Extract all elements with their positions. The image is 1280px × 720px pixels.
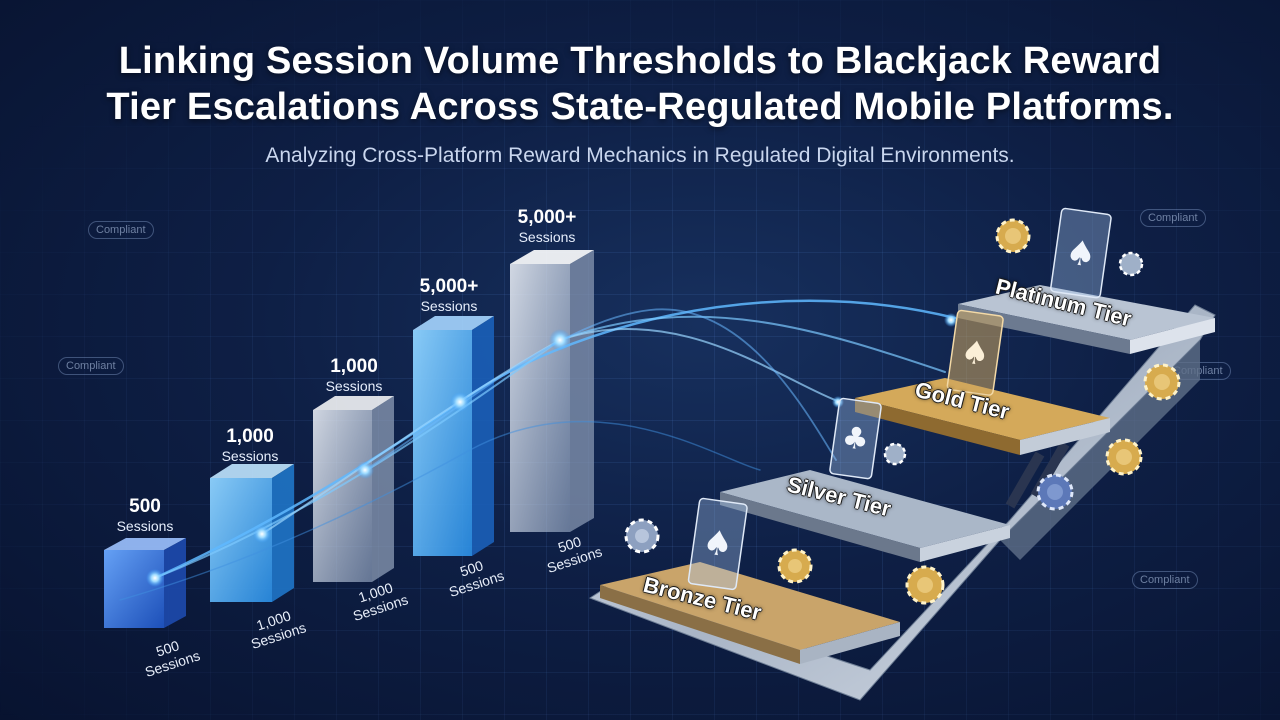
page-subtitle: Analyzing Cross-Platform Reward Mechanic…: [265, 144, 1015, 167]
bar-5: [510, 250, 594, 532]
bar-4-top-label: 5,000+ Sessions: [404, 276, 494, 315]
bar-1-top-label: 500 Sessions: [100, 496, 190, 535]
bar-2-unit: Sessions: [221, 448, 279, 464]
poker-chip-icon: [905, 565, 945, 605]
poker-chip-icon: [1143, 363, 1181, 401]
poker-chip-icon: [1036, 473, 1074, 511]
poker-chip-icon: [995, 218, 1031, 254]
bar-3-unit: Sessions: [325, 378, 383, 394]
bar-2: [210, 464, 294, 602]
playing-card-icon: ♠: [946, 309, 1004, 396]
bar-3-top-label: 1,000 Sessions: [309, 356, 399, 395]
compliant-badge: Compliant: [58, 357, 124, 375]
bar-4: [413, 316, 494, 556]
playing-card-icon: ♣: [829, 397, 882, 480]
bar-1-value: 500: [129, 496, 161, 517]
bar-2-value: 1,000: [226, 426, 274, 447]
title-line-2: Tier Escalations Across State-Regulated …: [106, 86, 1174, 128]
compliant-badge: Compliant: [88, 221, 154, 239]
poker-chip-icon: [1105, 438, 1143, 476]
bar-5-unit: Sessions: [518, 229, 576, 245]
tier-staircase: [588, 285, 1216, 701]
svg-text:♠: ♠: [958, 332, 992, 374]
bar-2-top-label: 1,000 Sessions: [205, 426, 295, 465]
bar-3-value: 1,000: [330, 356, 378, 377]
page-title: Linking Session Volume Thresholds to Bla…: [0, 38, 1280, 130]
compliant-badge: Compliant: [1132, 571, 1198, 589]
poker-chip-icon: [1118, 251, 1144, 277]
compliant-badge: Compliant: [1140, 209, 1206, 227]
bar-5-top-label: 5,000+ Sessions: [502, 207, 592, 246]
svg-text:♣: ♣: [840, 420, 872, 458]
poker-chip-icon: [883, 442, 907, 466]
svg-text:♠: ♠: [700, 522, 736, 566]
glow-nodes: [146, 313, 958, 587]
bar-4-value: 5,000+: [419, 276, 479, 297]
poker-chip-icon: [624, 518, 660, 554]
bar-4-unit: Sessions: [420, 298, 478, 314]
title-line-1: Linking Session Volume Thresholds to Bla…: [118, 40, 1162, 82]
poker-chip-icon: [777, 548, 813, 584]
bar-5-value: 5,000+: [517, 207, 577, 228]
playing-card-icon: ♠: [687, 497, 748, 591]
playing-card-icon: ♠: [1050, 207, 1112, 299]
bar-1-unit: Sessions: [116, 518, 174, 534]
svg-text:♠: ♠: [1063, 232, 1099, 276]
